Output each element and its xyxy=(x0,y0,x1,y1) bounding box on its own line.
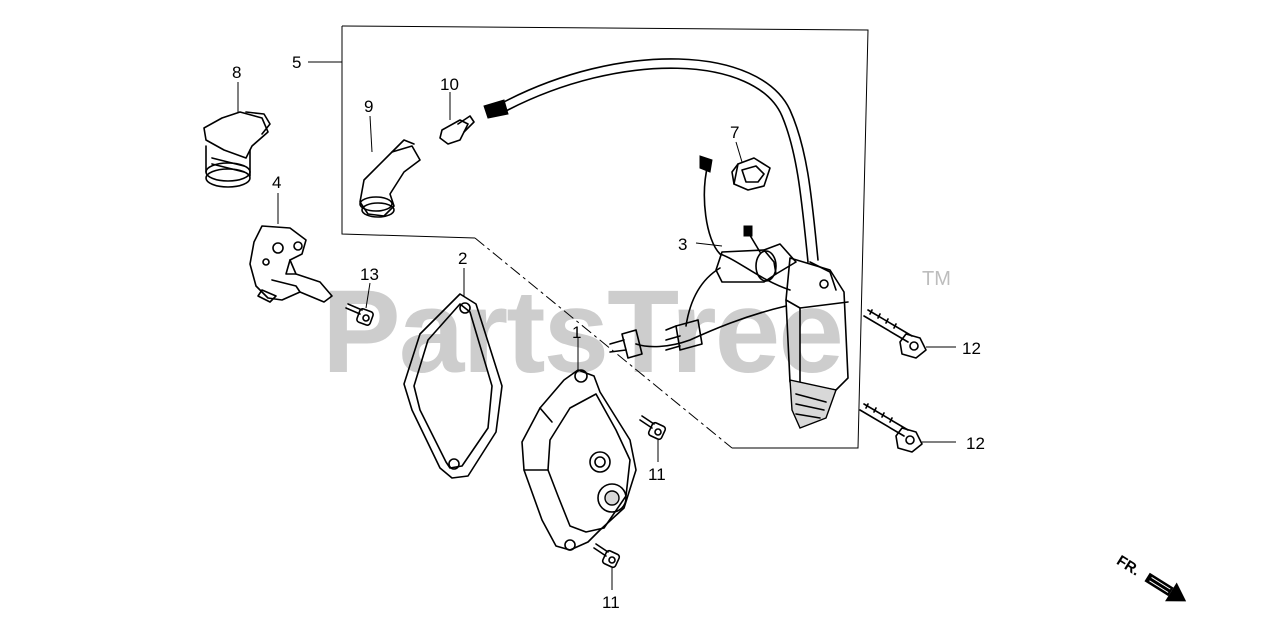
callout-9: 9 xyxy=(364,97,373,116)
front-direction-label: FR. xyxy=(1114,552,1144,579)
callout-4: 4 xyxy=(272,173,281,192)
part-ignition-coil[interactable] xyxy=(483,58,849,429)
part-screw-11a[interactable] xyxy=(639,415,667,441)
arrow-icon xyxy=(1144,572,1187,602)
part-bolt-12b[interactable] xyxy=(859,403,923,453)
part-screw-13[interactable] xyxy=(345,303,374,326)
callout-11a: 11 xyxy=(648,465,666,484)
watermark-tm: TM xyxy=(922,268,951,290)
callout-11b: 11 xyxy=(602,593,620,612)
callout-13: 13 xyxy=(360,265,379,284)
callout-2: 2 xyxy=(458,249,467,268)
part-gasket[interactable] xyxy=(403,293,503,479)
callout-12a: 12 xyxy=(962,339,981,358)
part-condenser[interactable] xyxy=(609,225,797,359)
callout-12b: 12 xyxy=(966,434,985,453)
part-screw-11b[interactable] xyxy=(593,543,621,569)
front-direction-indicator: FR. xyxy=(1114,552,1187,602)
watermark-text: PartsTree xyxy=(322,266,842,398)
part-spark-plug-cap[interactable] xyxy=(203,111,271,188)
part-contact-breaker[interactable] xyxy=(249,225,333,303)
assembly-frame xyxy=(341,25,869,449)
callout-8: 8 xyxy=(232,63,241,82)
callout-10: 10 xyxy=(440,75,459,94)
callout-3: 3 xyxy=(678,235,687,254)
part-cover[interactable] xyxy=(521,369,637,551)
callout-1: 1 xyxy=(572,323,581,342)
part-bolt-12a[interactable] xyxy=(863,309,927,359)
callout-5: 5 xyxy=(292,53,301,72)
part-grommet[interactable] xyxy=(731,157,771,191)
part-plug-boot[interactable] xyxy=(359,139,421,218)
part-terminal[interactable] xyxy=(439,115,475,145)
callout-7: 7 xyxy=(730,123,739,142)
